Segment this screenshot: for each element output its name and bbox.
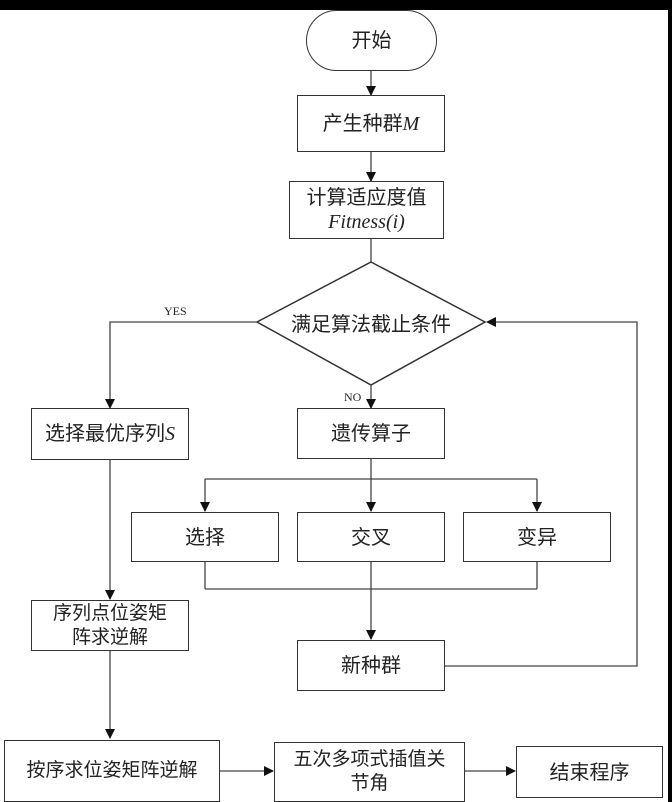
crossover-label: 交叉 [351,524,391,549]
select-best-node: 选择最优序列S [31,408,189,460]
mutation-label: 变异 [517,524,557,549]
compute-fitness-node: 计算适应度值 Fitness(i) [289,181,444,239]
mutation-node: 变异 [463,512,611,562]
inverse-each-line2: 阵求逆解 [71,625,148,648]
select-best-label: 选择最优序列S [45,421,175,445]
generate-population-label: 产生种群M [322,110,420,135]
genetic-operators-label: 遗传算子 [331,421,411,445]
new-population-label: 新种群 [341,653,401,677]
no-label: NO [344,390,362,404]
inverse-ordered-label: 按序求位姿矩阵逆解 [26,759,198,782]
quintic-interp-line1: 五次多项式插值关 [293,748,446,771]
inverse-ordered-node: 按序求位姿矩阵逆解 [4,740,220,802]
quintic-interp-node: 五次多项式插值关 节角 [274,742,465,802]
generate-population-node: 产生种群M [297,95,445,152]
end-label: 结束程序 [549,759,630,784]
quintic-interp-line2: 节角 [350,772,389,794]
new-population-node: 新种群 [297,640,445,691]
compute-fitness-line1: 计算适应度值 [306,185,427,209]
inverse-each-line1: 序列点位姿矩 [52,601,167,624]
yes-label: YES [164,304,187,318]
compute-fitness-line2: Fitness(i) [328,211,405,233]
flowchart-connectors [105,71,638,776]
decision-label: 满足算法截止条件 [291,311,451,336]
end-node: 结束程序 [516,746,663,798]
selection-label: 选择 [185,524,225,549]
start-node: 开始 [306,10,437,71]
selection-node: 选择 [131,512,279,562]
genetic-operators-node: 遗传算子 [297,408,445,459]
arrow-loop-back-to-decision [445,317,638,667]
crossover-node: 交叉 [297,512,445,562]
flowchart-page: 开始 产生种群M 计算适应度值 Fitness(i) 满足算法截止条件 YES … [0,10,668,802]
inverse-each-node: 序列点位姿矩 阵求逆解 [31,600,189,651]
arrow-yes-to-select-best [105,321,257,409]
start-label: 开始 [351,28,392,52]
